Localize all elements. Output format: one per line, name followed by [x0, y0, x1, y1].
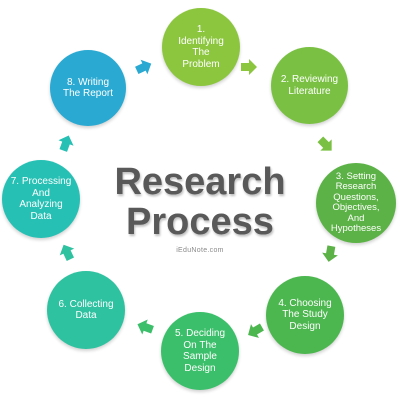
step-3-setting-research-questions: 3. Setting Research Questions, Objective…	[316, 163, 396, 243]
arrow-left-icon	[136, 318, 154, 336]
arrow-7-shape	[58, 135, 74, 152]
arrow-3-shape	[322, 245, 338, 262]
step-7-processing-analyzing-data: 7. Processing And Analyzing Data	[2, 160, 80, 238]
arrow-up-icon	[57, 134, 75, 152]
step-1-identifying-problem: 1. Identifying The Problem	[162, 8, 240, 86]
step-5-deciding-sample-design: 5. Deciding On The Sample Design	[161, 312, 239, 390]
step-8-writing-report: 8. Writing The Report	[50, 50, 126, 126]
step-1-label: 1. Identifying The Problem	[178, 24, 224, 70]
step-6-collecting-data: 6. Collecting Data	[47, 271, 125, 349]
arrow-8-shape	[135, 59, 152, 75]
center-title-line-2: Process	[126, 201, 274, 243]
arrow-2-shape	[317, 136, 332, 151]
center-title-line-1: Research	[114, 161, 286, 203]
step-8-label: 8. Writing The Report	[62, 76, 114, 100]
arrow-4-shape	[248, 323, 264, 338]
arrow-right-icon	[240, 58, 258, 76]
arrow-6-shape	[59, 244, 75, 261]
arrow-up-right-icon	[135, 58, 153, 76]
step-7-label: 7. Processing And Analyzing Data	[10, 176, 72, 222]
step-2-label: 2. Reviewing Literature	[280, 74, 339, 97]
arrow-down-right-icon	[317, 136, 335, 154]
step-4-label: 4. Choosing The Study Design	[278, 297, 332, 332]
watermark: iEduNote.com	[176, 247, 224, 254]
step-4-choosing-study-design: 4. Choosing The Study Design	[266, 276, 344, 354]
arrow-5-shape	[137, 319, 154, 335]
arrow-down-left-icon	[246, 322, 264, 340]
arrow-up-left-icon	[58, 243, 76, 261]
step-3-label: 3. Setting Research Questions, Objective…	[330, 170, 382, 234]
step-2-reviewing-literature: 2. Reviewing Literature	[271, 47, 348, 124]
step-6-label: 6. Collecting Data	[58, 298, 114, 322]
arrow-1-shape	[241, 59, 257, 75]
arrow-down-icon	[321, 245, 339, 263]
step-5-label: 5. Deciding On The Sample Design	[174, 328, 226, 374]
